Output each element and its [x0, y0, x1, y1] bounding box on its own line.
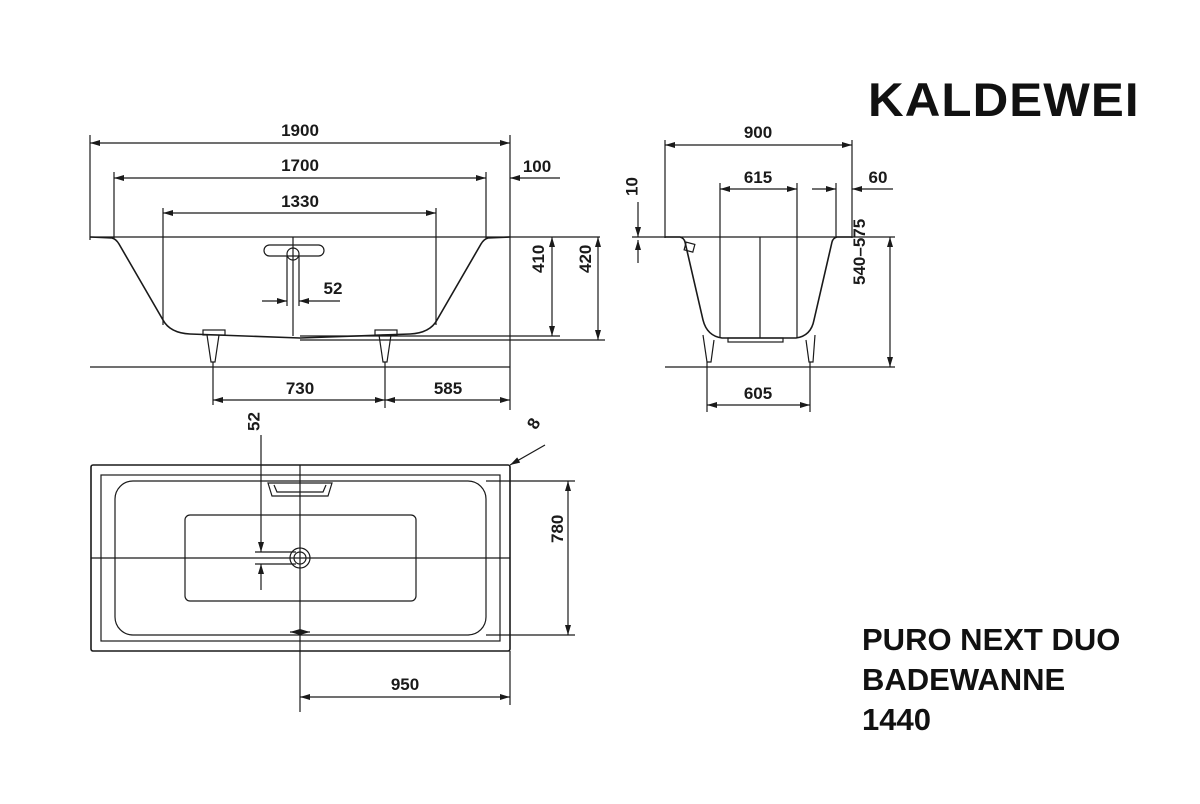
product-title: PURO NEXT DUO BADEWANNE 1440: [862, 620, 1120, 740]
product-name: PURO NEXT DUO: [862, 622, 1121, 657]
dim-overall-width: 900: [744, 123, 772, 142]
product-number: 1440: [862, 702, 931, 737]
dim-bottom-length: 1330: [281, 192, 319, 211]
dim-depth-outer: 420: [576, 245, 595, 273]
overflow-fitting: [683, 241, 696, 253]
dim-end-feet-spacing: 605: [744, 384, 772, 403]
dim-inner-length: 1700: [281, 156, 319, 175]
dim-overflow-offset: 52: [324, 279, 343, 298]
dim-inner-width: 780: [548, 515, 567, 543]
dim-drain-to-end: 950: [391, 675, 419, 694]
dim-feet-to-end: 585: [434, 379, 462, 398]
plan-overflow-handle: [267, 482, 333, 497]
dim-plan-overflow-offset: 52: [245, 412, 264, 431]
end-view: 900 615 60 10 540–575 605: [623, 123, 895, 412]
dim-overall-length: 1900: [281, 121, 319, 140]
plan-view: 52 8 780 950: [90, 412, 575, 712]
overflow-handle: [263, 244, 325, 257]
dim-total-height: 540–575: [850, 219, 869, 285]
product-type: BADEWANNE: [862, 662, 1066, 697]
dim-bottom-width: 615: [744, 168, 772, 187]
foot-right: [374, 329, 398, 408]
end-feet: [702, 334, 816, 363]
dim-corner-radius: 8: [523, 415, 544, 433]
dim-depth-inner: 410: [529, 245, 548, 273]
dim-rim-width: 100: [523, 157, 551, 176]
side-tub-profile: [89, 236, 511, 339]
dim-feet-spacing: 730: [286, 379, 314, 398]
side-view: 1900 1700 100 1330 52 730 585 410 420: [89, 121, 605, 410]
dim-rim-height: 10: [623, 177, 642, 196]
dim-end-rim-width: 60: [869, 168, 888, 187]
brand-logo: KALDEWEI: [868, 73, 1140, 126]
